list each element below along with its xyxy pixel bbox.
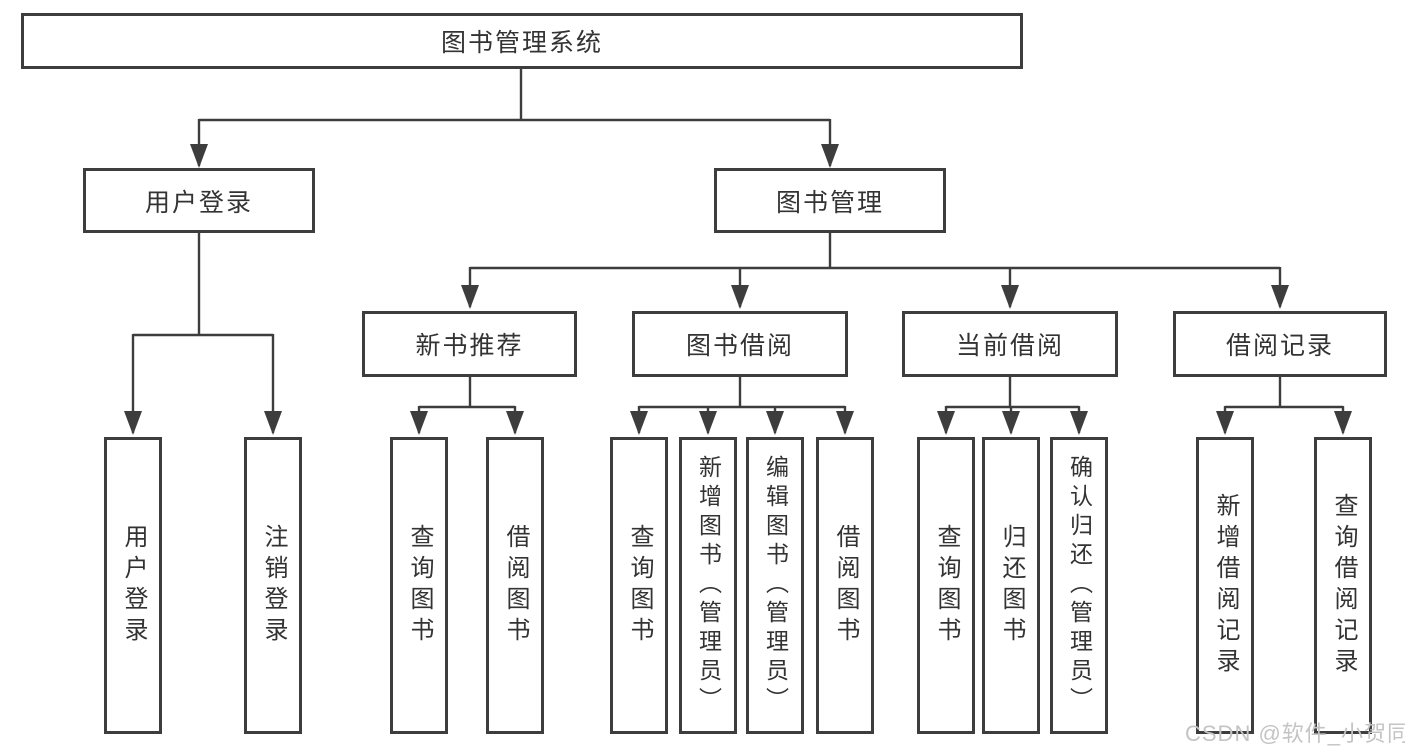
- leaf-current-query-books-label: 查询图书: [933, 523, 960, 648]
- leaf-newrec-query-books-label: 查询图书: [406, 523, 433, 648]
- leaf-user-login-label: 用户登录: [120, 523, 147, 648]
- leaf-borrow-borrow-books: 借阅图书: [816, 437, 874, 734]
- leaf-logout-login: 注销登录: [244, 437, 302, 734]
- node-book-borrowing: 图书借阅: [632, 311, 848, 377]
- node-book-management: 图书管理: [714, 168, 946, 233]
- node-user-login: 用户登录: [83, 168, 315, 233]
- leaf-newrec-borrow-books: 借阅图书: [486, 437, 544, 734]
- leaf-records-add-record: 新增借阅记录: [1196, 437, 1254, 734]
- leaf-user-login: 用户登录: [104, 437, 162, 734]
- leaf-borrow-edit-books-admin-label: 编辑图书（管理员）: [762, 455, 789, 716]
- leaf-current-confirm-return-admin-label: 确认归还（管理员）: [1066, 455, 1093, 716]
- leaf-current-query-books: 查询图书: [917, 437, 975, 734]
- leaf-current-return-books-label: 归还图书: [998, 523, 1025, 648]
- leaf-borrow-query-books: 查询图书: [610, 437, 668, 734]
- leaf-borrow-add-books-admin: 新增图书（管理员）: [679, 437, 737, 734]
- leaf-borrow-edit-books-admin: 编辑图书（管理员）: [746, 437, 804, 734]
- watermark-text: CSDN @软件_小贺同学: [1185, 721, 1405, 746]
- leaf-borrow-borrow-books-label: 借阅图书: [832, 523, 859, 648]
- connector-new-book-recommend: [410, 377, 524, 435]
- leaf-borrow-add-books-admin-label: 新增图书（管理员）: [695, 455, 722, 716]
- leaf-newrec-query-books: 查询图书: [390, 437, 448, 734]
- leaf-records-add-record-label: 新增借阅记录: [1212, 492, 1239, 679]
- connector-book-management: [461, 233, 1289, 309]
- node-current-borrowing: 当前借阅: [902, 311, 1118, 377]
- node-library-system: 图书管理系统: [21, 13, 1023, 69]
- connector-user-login: [124, 233, 282, 435]
- leaf-newrec-borrow-books-label: 借阅图书: [502, 523, 529, 648]
- connector-current-borrowing: [937, 377, 1088, 435]
- leaf-borrow-query-books-label: 查询图书: [626, 523, 653, 648]
- node-new-book-recommend: 新书推荐: [362, 311, 577, 377]
- leaf-records-query-record: 查询借阅记录: [1314, 437, 1372, 734]
- leaf-current-confirm-return-admin: 确认归还（管理员）: [1050, 437, 1108, 734]
- connector-root: [190, 68, 839, 168]
- leaf-current-return-books: 归还图书: [982, 437, 1040, 734]
- connector-book-borrowing: [630, 377, 854, 435]
- leaf-logout-login-label: 注销登录: [260, 523, 287, 648]
- leaf-records-query-record-label: 查询借阅记录: [1330, 492, 1357, 679]
- node-borrowing-records: 借阅记录: [1173, 311, 1387, 377]
- connector-borrowing-records: [1216, 377, 1352, 435]
